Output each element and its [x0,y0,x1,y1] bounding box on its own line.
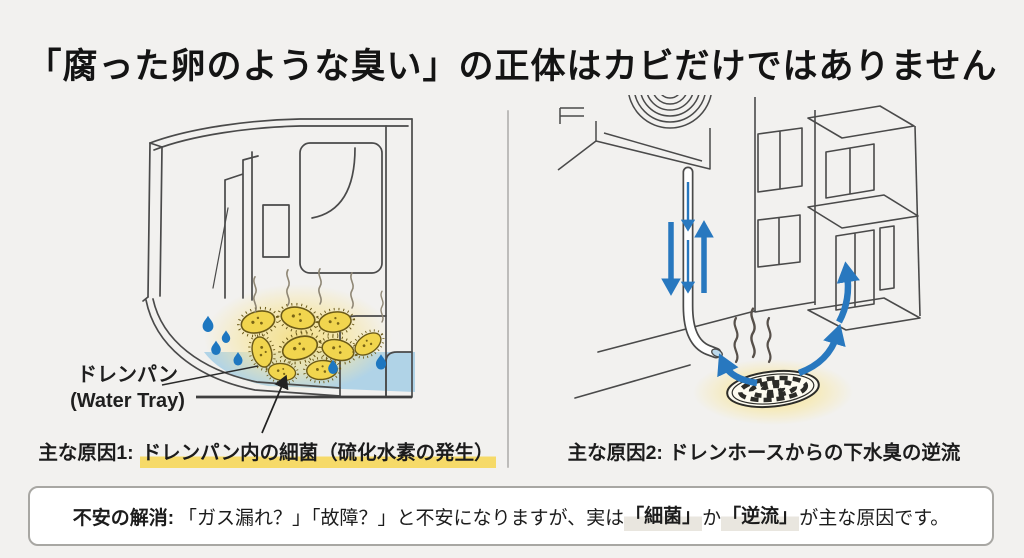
drain-hose [682,166,723,359]
drain-hose-backflow-illustration [557,95,921,425]
drain-pan-label-en: (Water Tray) [70,390,185,412]
caption-1-prefix: 主な原因1: [38,442,134,464]
drain-pan-pointer-line [161,365,259,386]
ground-lines [574,301,816,399]
building-wall-lines [754,97,803,312]
backflow-arrow-icons [717,261,860,387]
footer-segment-3: が主な原因です。 [799,507,950,529]
sewer-odor-wave-icons [733,307,772,364]
drain-pan-label-jp: ドレンパン [77,364,178,386]
caption-2-prefix: 主な原因2: [567,442,663,464]
caption-1-highlighted-text: ドレンパン内の細菌（硫化水素の発生） [139,442,496,468]
caption-cause-1: 主な原因1:ドレンパン内の細菌（硫化水素の発生） [38,436,496,468]
caption-cause-2: 主な原因2:ドレンホースからの下水臭の逆流 [538,436,990,465]
drain-pan-label: ドレンパン (Water Tray) [50,362,205,414]
ac-casing-lines [142,118,413,398]
ac-cross-section-illustration [142,118,415,434]
bacteria-pointer-arrow [261,374,289,434]
caption-2-text: ドレンホースからの下水臭の逆流 [668,442,961,464]
page-title: 「腐った卵のような臭い」の正体はカビだけではありません [26,47,998,86]
footer-emphasis-bacteria: 「細菌」 [624,501,703,531]
footer-segment-2: か [702,507,722,529]
hose-airflow-arrow-icons [661,182,714,296]
panel-divider [507,110,509,468]
footer-emphasis-backflow: 「逆流」 [721,501,800,531]
reassurance-note-box: 不安の解消:「ガス漏れ？」「故障？」と不安になりますが、実は「細菌」か「逆流」が… [28,486,994,546]
footer-lead-label: 不安の解消: [72,507,175,529]
footer-segment-1: 「ガス漏れ？」「故障？」と不安になりますが、実は [178,507,625,529]
outdoor-unit-illustration [557,95,712,171]
house-illustration [807,105,921,331]
